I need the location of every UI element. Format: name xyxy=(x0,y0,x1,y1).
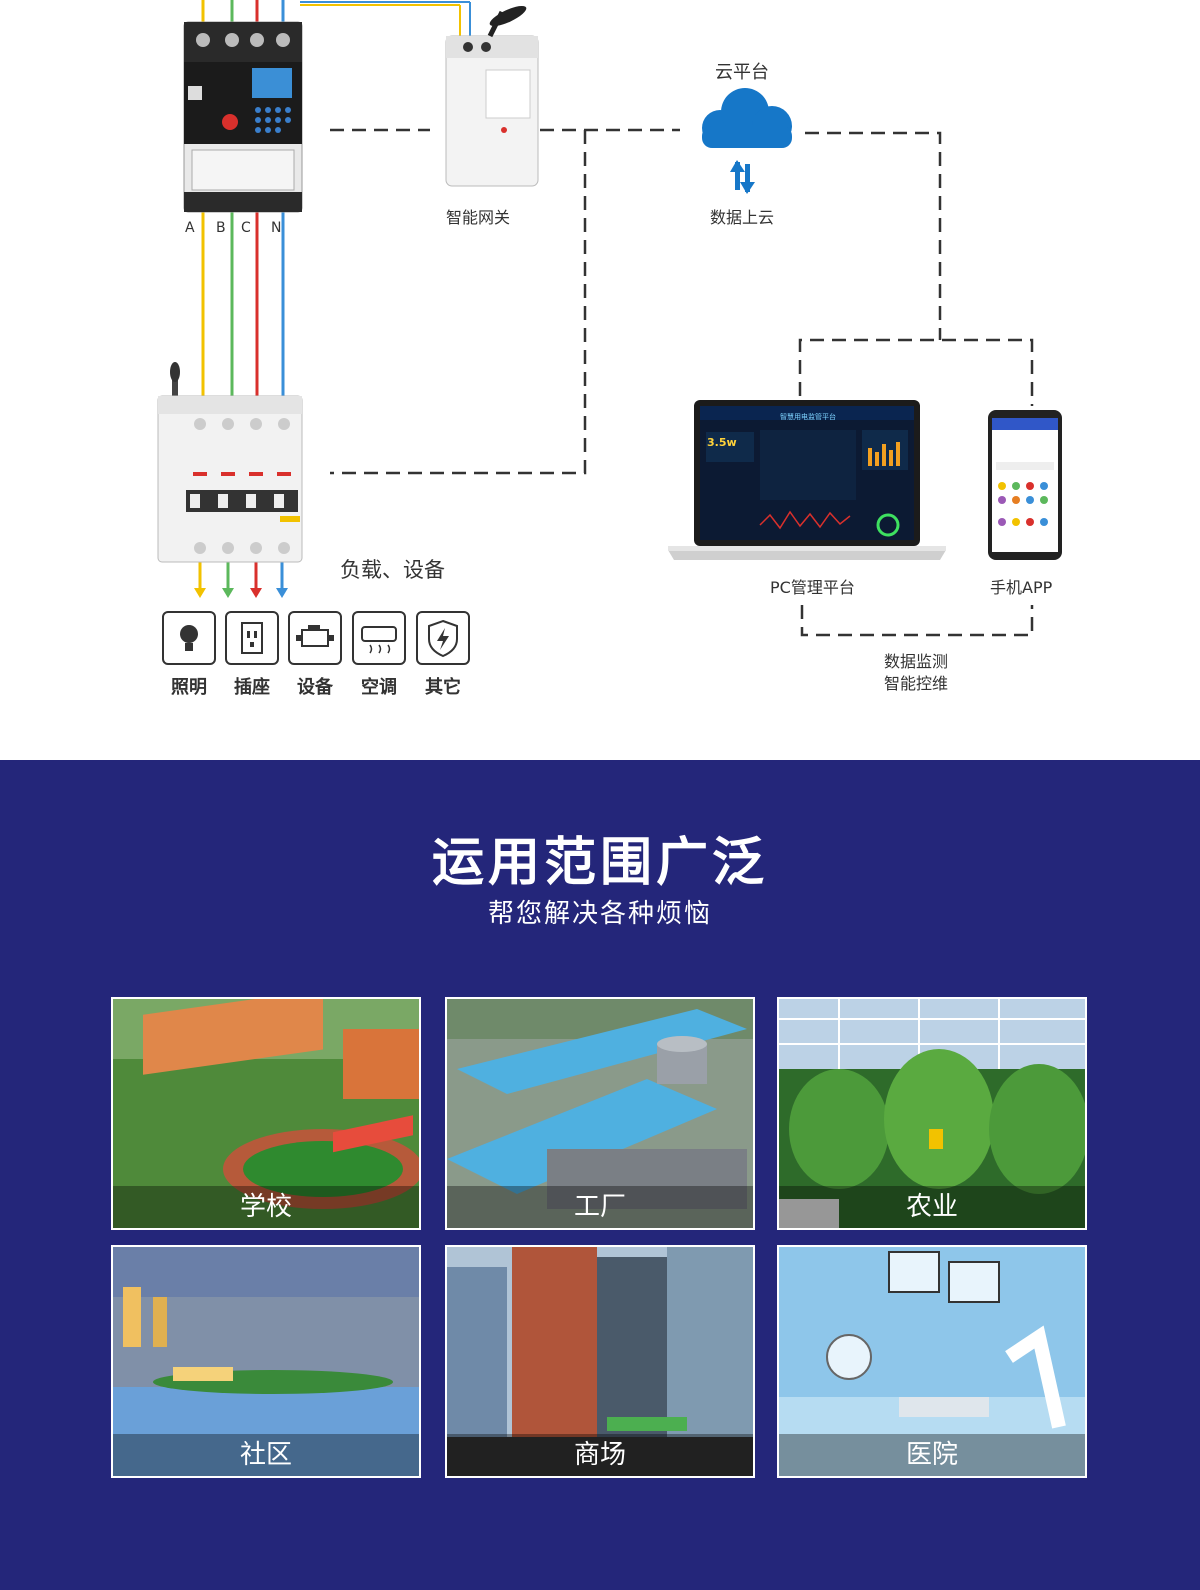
smart-breaker xyxy=(183,21,303,213)
pc-screen-value: 3.5w xyxy=(707,436,737,449)
scene-card-agriculture: 农业 xyxy=(777,997,1087,1230)
scene-label-agriculture: 农业 xyxy=(779,1186,1085,1228)
mobile-phone xyxy=(988,410,1062,560)
control-label: 智能控维 xyxy=(884,674,949,693)
applications-title: 运用范围广泛 xyxy=(431,833,768,893)
pc-laptop xyxy=(668,400,946,560)
scene-card-hospital: 医院 xyxy=(777,1245,1087,1478)
device-label-aircon: 空调 xyxy=(361,677,397,698)
aircon-icon xyxy=(352,611,406,665)
phase-label-n: N xyxy=(271,220,282,236)
scene-card-community: 社区 xyxy=(111,1245,421,1478)
scene-card-factory: 工厂 xyxy=(445,997,755,1230)
phase-label-a: A xyxy=(185,220,195,236)
bulb-icon xyxy=(162,611,216,665)
cloud-label: 云平台 xyxy=(715,62,769,83)
app-label: 手机APP xyxy=(990,578,1053,597)
device-label-socket: 插座 xyxy=(234,677,270,698)
scene-card-school: 学校 xyxy=(111,997,421,1230)
device-label-equipment: 设备 xyxy=(297,677,333,698)
scene-label-community: 社区 xyxy=(113,1434,419,1476)
engine-icon xyxy=(288,611,342,665)
iot-breaker xyxy=(157,362,303,563)
upload-arrows-icon xyxy=(730,160,755,194)
scene-label-hospital: 医院 xyxy=(779,1434,1085,1476)
shield-bolt-icon xyxy=(416,611,470,665)
pc-label: PC管理平台 xyxy=(770,578,855,597)
gateway-label: 智能网关 xyxy=(446,208,511,227)
phase-label-b: B xyxy=(216,220,226,236)
applications-section: 运用范围广泛 帮您解决各种烦恼 学校 工厂 xyxy=(0,760,1200,1590)
upload-label: 数据上云 xyxy=(710,208,775,227)
scene-label-factory: 工厂 xyxy=(447,1186,753,1228)
device-label-other: 其它 xyxy=(425,677,461,698)
applications-subtitle: 帮您解决各种烦恼 xyxy=(487,899,712,929)
smart-gateway xyxy=(445,5,539,187)
socket-icon xyxy=(225,611,279,665)
phase-label-c: C xyxy=(241,220,251,236)
cloud-icon xyxy=(702,88,792,148)
scene-card-mall: 商场 xyxy=(445,1245,755,1478)
monitor-label: 数据监测 xyxy=(884,652,949,671)
scene-label-school: 学校 xyxy=(113,1186,419,1228)
pc-screen-title: 智慧用电监管平台 xyxy=(780,413,836,421)
scene-label-mall: 商场 xyxy=(447,1434,753,1476)
diagram-canvas xyxy=(157,0,1062,637)
system-diagram: A B C N 智能网关 云平台 数据上云 负载、设备 PC管理平台 手机APP… xyxy=(0,0,1200,760)
device-label-light: 照明 xyxy=(171,677,207,698)
load-label: 负载、设备 xyxy=(340,558,445,582)
